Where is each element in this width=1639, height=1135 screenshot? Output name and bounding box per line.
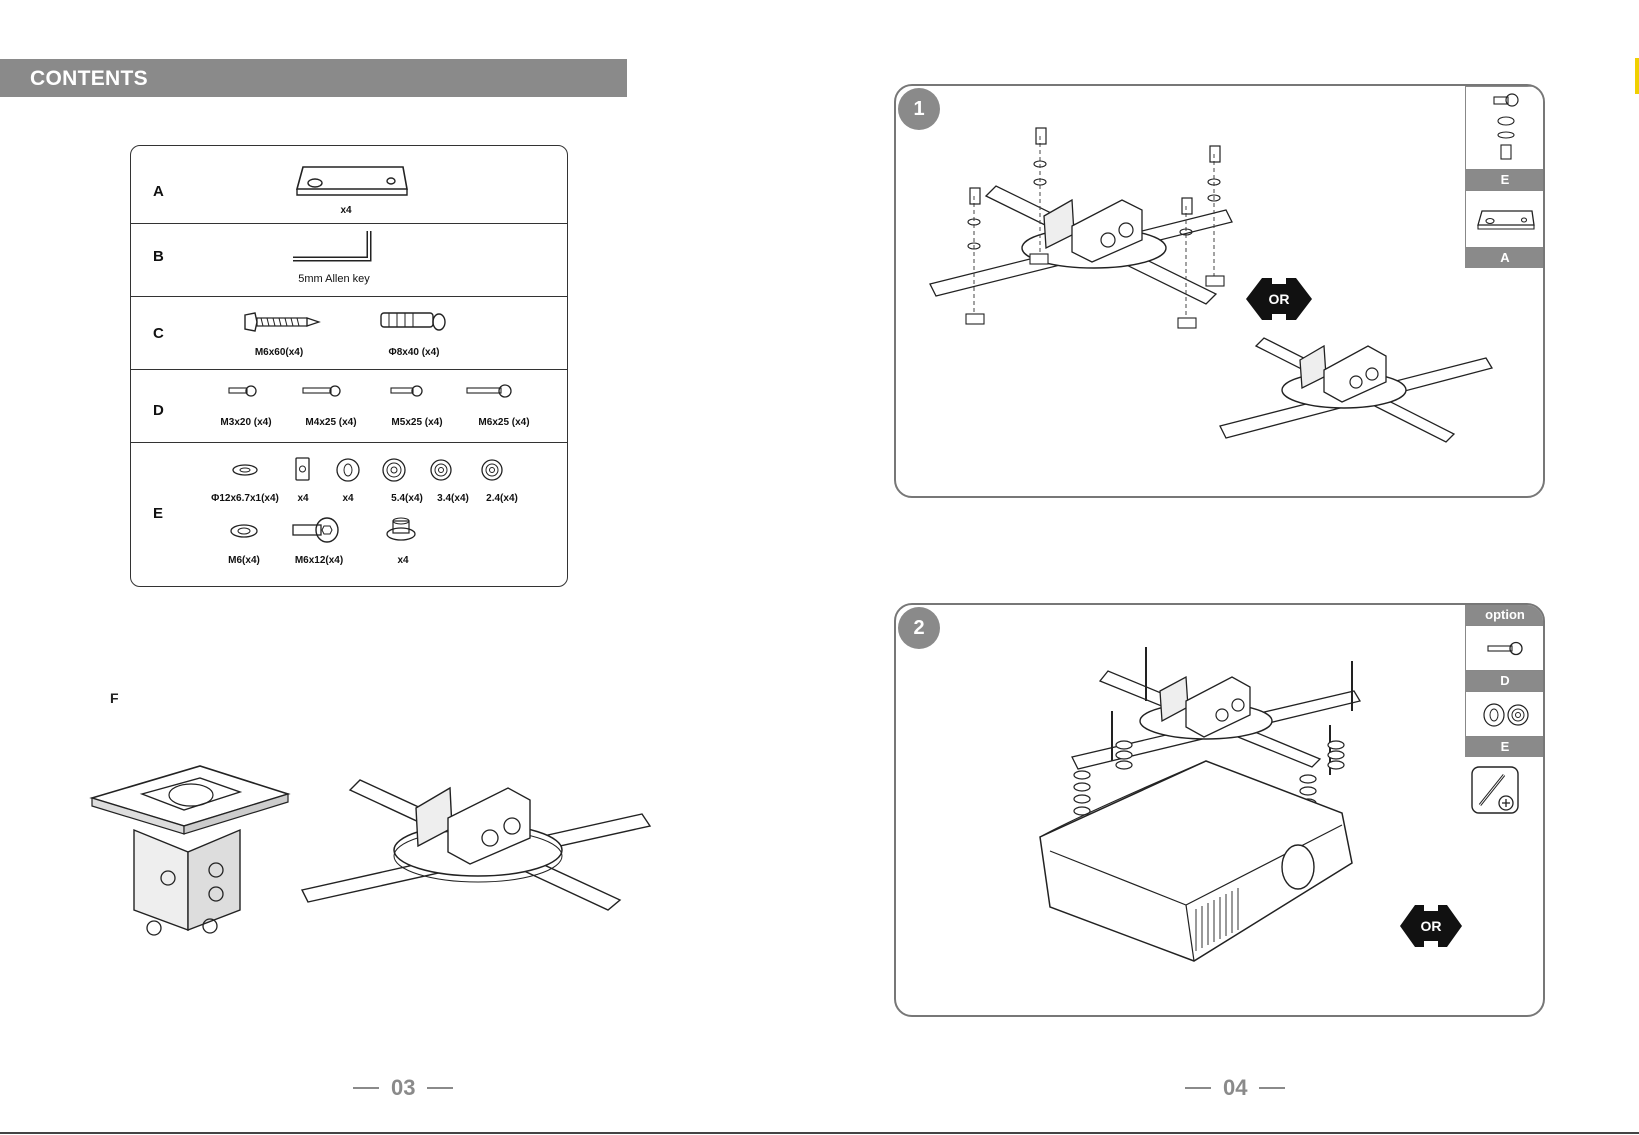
hardware-stack-icon — [1492, 91, 1522, 163]
page-number-dash — [1259, 1087, 1285, 1089]
page-number-left: 03 — [353, 1075, 453, 1101]
section-title: CONTENTS — [30, 67, 148, 90]
hardware-panel-d — [1465, 625, 1545, 671]
or-text: OR — [1421, 918, 1442, 934]
square-nut-icon — [294, 456, 312, 482]
side-label-e: E — [1465, 737, 1545, 757]
page-03: CONTENTS A x4 B 5mm Allen key C — [0, 0, 820, 1135]
hardware-panel-a — [1465, 190, 1545, 248]
lag-bolt-icon — [243, 311, 323, 333]
step-number: 2 — [913, 617, 924, 640]
screwdriver-icon — [1470, 765, 1520, 815]
part-caption: 3.4(x4) — [437, 493, 469, 504]
part-row-b: B 5mm Allen key — [131, 224, 567, 297]
hardware-panel-e — [1465, 86, 1545, 170]
part-letter: D — [153, 402, 164, 419]
nut-washer-icon — [385, 517, 417, 543]
or-text: OR — [1269, 291, 1290, 307]
mounting-plate-icon — [1474, 207, 1538, 233]
part-caption: x4 — [397, 555, 408, 566]
page-number-dash — [353, 1087, 379, 1089]
wall-anchor-icon — [379, 309, 449, 335]
hardware-panel-e — [1465, 691, 1545, 737]
flat-washer-icon — [231, 463, 259, 477]
side-label-e: E — [1465, 170, 1545, 190]
hex-bolt-m6x12-icon — [291, 515, 341, 545]
screw-m3-icon — [227, 384, 257, 398]
part-row-d: D M3x20 (x4) M4x25 (x4) M5x25 (x4) M6x25… — [131, 370, 567, 443]
part-letter: E — [153, 505, 163, 522]
part-caption: M6x25 (x4) — [478, 417, 529, 428]
part-caption: 2.4(x4) — [486, 493, 518, 504]
part-row-a: A x4 — [131, 146, 567, 224]
part-row-c: C M6x60(x4) Φ8x40 (x4) — [131, 297, 567, 370]
part-letter: C — [153, 325, 164, 342]
allen-key-icon — [291, 229, 381, 269]
part-caption: x4 — [340, 205, 351, 216]
projector-mount-icon — [298, 760, 658, 940]
page-number-text: 04 — [1223, 1075, 1247, 1101]
part-letter: B — [153, 248, 164, 265]
bottom-rule — [0, 1132, 1639, 1134]
screw-m5-icon — [389, 384, 423, 398]
spacer-pair-icon — [1480, 700, 1534, 730]
part-caption: M6(x4) — [228, 555, 260, 566]
mounting-plate-icon — [291, 161, 411, 201]
part-caption: M4x25 (x4) — [305, 417, 356, 428]
spacer-icon — [335, 457, 361, 483]
part-row-e: E — [131, 443, 567, 587]
step-number-badge: 2 — [898, 607, 940, 649]
ceiling-bracket-icon — [88, 760, 293, 940]
screw-m6-icon — [465, 383, 511, 399]
page-number-dash — [427, 1087, 453, 1089]
part-caption: 5mm Allen key — [298, 273, 370, 285]
edge-tab-marker — [1635, 58, 1639, 94]
part-letter-f: F — [110, 690, 119, 706]
side-label-d: D — [1465, 671, 1545, 691]
or-arrow-badge: OR — [1246, 274, 1312, 324]
part-caption: 5.4(x4) — [391, 493, 423, 504]
page-number-text: 03 — [391, 1075, 415, 1101]
mount-alternative-icon — [1216, 326, 1506, 456]
step-1-panel: 1 — [894, 84, 1545, 498]
page-number-right: 04 — [1185, 1075, 1285, 1101]
or-arrow-badge: OR — [1400, 901, 1462, 951]
part-caption: Φ8x40 (x4) — [388, 347, 439, 358]
part-caption: x4 — [297, 493, 308, 504]
side-label-a: A — [1465, 248, 1545, 268]
part-letter: A — [153, 183, 164, 200]
step-2-panel: 2 — [894, 603, 1545, 1017]
spacer-5-4-icon — [381, 457, 407, 483]
spacer-2-4-icon — [479, 457, 505, 483]
spacer-3-4-icon — [428, 457, 454, 483]
side-label-option: option — [1465, 605, 1545, 625]
part-caption: M3x20 (x4) — [220, 417, 271, 428]
screw-m4-icon — [301, 384, 341, 398]
page-number-dash — [1185, 1087, 1211, 1089]
part-caption: Φ12x6.7x1(x4) — [211, 493, 279, 504]
part-caption: x4 — [342, 493, 353, 504]
mount-exploded-with-hardware-icon — [926, 116, 1276, 336]
part-caption: M5x25 (x4) — [391, 417, 442, 428]
page-04: 1 — [820, 0, 1639, 1135]
lock-washer-icon — [229, 523, 259, 539]
screw-icon — [1486, 640, 1526, 658]
part-caption: M6x12(x4) — [295, 555, 343, 566]
step-number: 1 — [913, 98, 924, 121]
section-title-bar: CONTENTS — [0, 59, 627, 97]
part-caption: M6x60(x4) — [255, 347, 303, 358]
parts-table: A x4 B 5mm Allen key C — [130, 145, 568, 587]
projector-icon — [1036, 755, 1366, 977]
